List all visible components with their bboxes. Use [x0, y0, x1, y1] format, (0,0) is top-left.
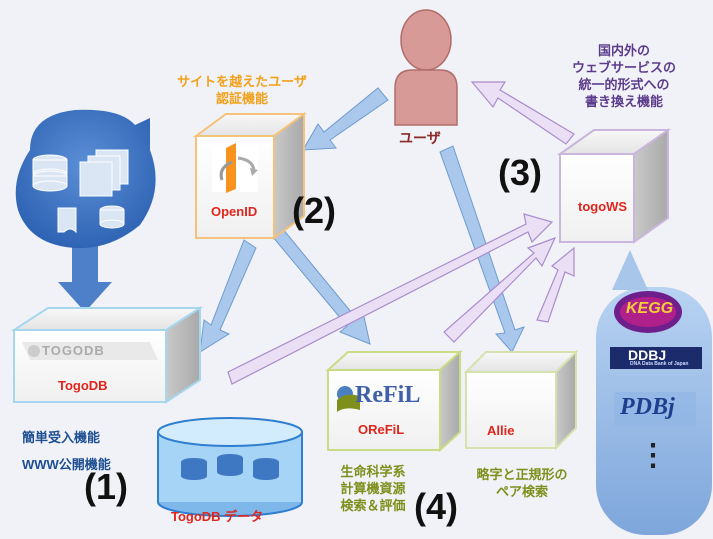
- pdbj-logo-text: PDBj: [620, 394, 675, 420]
- togows-cube: [556, 128, 672, 244]
- step-number-1: (1): [84, 466, 128, 507]
- refil-logo-globe: [337, 386, 360, 412]
- database-cloud-blob: [15, 109, 156, 249]
- refil-logo-text: ReFiL: [355, 382, 421, 408]
- step-number-4: (4): [414, 486, 458, 527]
- blob-to-togodb-arrow: [58, 240, 112, 312]
- kegg-logo-text: KEGG: [626, 300, 674, 317]
- orefil-box-label: OReFiL: [358, 422, 405, 437]
- arrow-togodb-to-togows: [227, 213, 554, 385]
- arrow-allie-to-togows: [536, 246, 575, 323]
- allie-box-label: Allie: [487, 423, 515, 438]
- allie-cube: [463, 349, 579, 451]
- arrow-togows-to-user: [470, 81, 575, 145]
- ddbj-logo: [610, 347, 702, 369]
- togodb-logo: [22, 342, 158, 360]
- openid-feature-label: サイトを越えたユーザ 認証機能: [177, 74, 307, 106]
- togodb-data-cylinder: [157, 417, 303, 517]
- togodb-box-label: TogoDB: [58, 378, 108, 393]
- step-number-2: (2): [292, 190, 336, 231]
- purple-arrows: [227, 81, 575, 385]
- ddbj-logo-subtext: DNA Data Bank of Japan: [630, 361, 689, 367]
- togodb-logo-text: TOGODB: [42, 343, 105, 358]
- kegg-logo: [614, 291, 682, 333]
- ddbj-logo-text: DDBJ: [628, 347, 667, 363]
- togows-box-label: togoWS: [578, 199, 628, 214]
- step-number-3: (3): [498, 152, 542, 193]
- more-services-ellipsis: ⋮: [638, 439, 668, 472]
- openid-logo: [212, 143, 258, 193]
- pdbj-logo: [614, 392, 696, 426]
- orefil-cube: [325, 349, 463, 453]
- openid-box-label: OpenID: [211, 204, 258, 219]
- arrow-openid-to-togodb: [199, 239, 257, 353]
- arrow-user-to-openid: [302, 87, 389, 151]
- arrow-refil-to-togows: [443, 236, 557, 343]
- refil-feature-label: 生命科学系 計算機資源 検索＆評価: [340, 464, 406, 513]
- togodb-features-label: 簡単受入機能 WWW公開機能: [22, 430, 111, 472]
- user-label: ユーザ: [399, 130, 441, 146]
- allie-feature-label: 略字と正規形の ペア検索: [476, 467, 568, 499]
- user-figure: [394, 9, 458, 126]
- togows-feature-label: 国内外の ウェブサービスの 統一的形式への 書き換え機能: [571, 43, 676, 109]
- togodb-data-label: TogoDB データ: [171, 509, 264, 524]
